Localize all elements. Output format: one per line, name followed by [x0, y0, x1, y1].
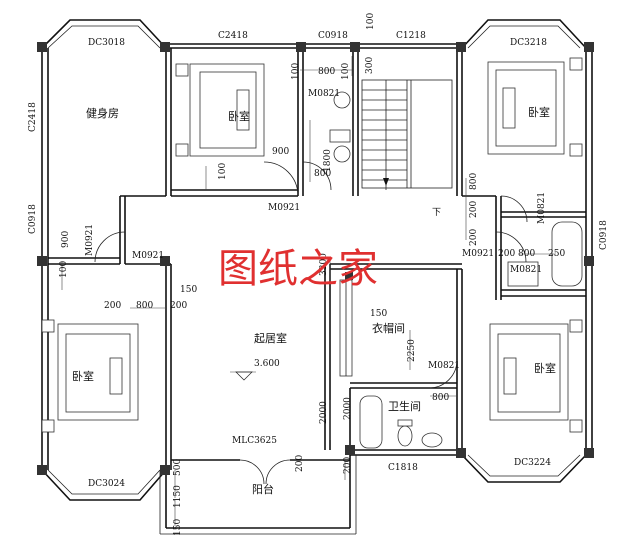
- dim-label: 800: [136, 301, 153, 311]
- bay-window-se: [461, 454, 587, 483]
- dim-label: 500: [173, 459, 183, 476]
- dim-label: 200: [469, 201, 479, 218]
- bay-window-ne: [461, 19, 587, 49]
- room-label-gym: 健身房: [86, 106, 119, 120]
- staircase: [361, 79, 453, 190]
- bed-sw: [41, 319, 139, 433]
- dim-label: 200: [498, 249, 515, 259]
- dim-label: 800: [469, 173, 479, 190]
- closet-rails: [339, 279, 353, 377]
- dim-label: 200: [469, 229, 479, 246]
- dim-label: 100: [341, 63, 351, 80]
- window-label-c0918-right: C0918: [599, 220, 609, 250]
- room-label-bedroom-ne: 卧室: [528, 105, 550, 119]
- watermark: 图纸之家: [218, 246, 378, 292]
- structural-columns: [37, 42, 594, 475]
- floor-level-mark: 3.600: [254, 359, 280, 369]
- dim-label: 100: [366, 13, 376, 30]
- dim-label: 800: [518, 249, 535, 259]
- bathroom-fixtures: [359, 395, 443, 449]
- door-label-m0921-d: M0921: [462, 249, 494, 259]
- window-label-dc3024: DC3024: [88, 479, 125, 489]
- room-label-balcony: 阳台: [252, 482, 274, 496]
- window-label-dc3018: DC3018: [88, 38, 125, 48]
- dim-label: 300: [365, 57, 375, 74]
- dim-label: 200: [295, 455, 305, 472]
- dim-label: 150: [180, 285, 197, 295]
- dim-label: 3300: [319, 253, 329, 276]
- dim-label: 100: [218, 163, 228, 180]
- window-label-c1218: C1218: [396, 31, 426, 41]
- bed-nw: [175, 63, 265, 157]
- window-label-dc3224: DC3224: [514, 458, 551, 468]
- bed-ne: [487, 57, 583, 157]
- bed-se: [489, 319, 583, 433]
- room-label-bathroom: 卫生间: [388, 399, 421, 413]
- door-label-m0821-c: M0821: [510, 265, 542, 275]
- dim-label: 2000: [343, 397, 353, 420]
- door-label-m0821-d: M0821: [428, 361, 460, 371]
- dim-label: 250: [548, 249, 565, 259]
- door-label-m0921-b: M0921: [132, 251, 164, 261]
- room-label-closet: 衣帽间: [372, 321, 405, 335]
- dim-label: 1150: [173, 485, 183, 508]
- room-label-bedroom-se: 卧室: [534, 361, 556, 375]
- interior-walls: [48, 48, 586, 535]
- door-label-m0921-c: M0921: [85, 224, 95, 256]
- dim-label: 1800: [323, 149, 333, 172]
- dim-label: 100: [291, 63, 301, 80]
- stair-down-label: 下: [432, 208, 441, 218]
- dim-label: 900: [272, 147, 289, 157]
- dim-label: 800: [314, 169, 331, 179]
- door-label-m0821-a: M0821: [308, 89, 340, 99]
- door-label-m0821-b: M0821: [537, 192, 547, 224]
- dim-label: 900: [61, 231, 71, 248]
- window-label-c2418-top: C2418: [218, 31, 248, 41]
- room-label-bedroom-nw: 卧室: [228, 109, 250, 123]
- window-label-dc3218: DC3218: [510, 38, 547, 48]
- window-label-mlc3625: MLC3625: [232, 436, 277, 446]
- bay-window-sw: [41, 469, 167, 501]
- window-label-c0918-top: C0918: [318, 31, 348, 41]
- dim-label: 200: [170, 301, 187, 311]
- dim-label: 100: [59, 261, 69, 278]
- dim-label: 2250: [407, 339, 417, 362]
- room-label-living: 起居室: [254, 331, 287, 345]
- bath-fixtures-north: [329, 91, 351, 163]
- door-label-m0921-a: M0921: [268, 203, 300, 213]
- window-label-c2418-left: C2418: [28, 102, 38, 132]
- dim-label: 2000: [319, 401, 329, 424]
- dim-label: 800: [318, 67, 335, 77]
- dim-label: 150: [370, 309, 387, 319]
- room-label-bedroom-sw: 卧室: [72, 369, 94, 383]
- window-label-c1818: C1818: [388, 463, 418, 473]
- dim-label: 200: [104, 301, 121, 311]
- dimension-lines: [61, 56, 556, 526]
- dim-label: 800: [432, 393, 449, 403]
- door-swings: [94, 161, 528, 485]
- bay-window-nw: [41, 19, 167, 49]
- window-label-c0918-left: C0918: [28, 204, 38, 234]
- dim-label: 150: [173, 519, 183, 536]
- dim-label: 200: [343, 457, 353, 474]
